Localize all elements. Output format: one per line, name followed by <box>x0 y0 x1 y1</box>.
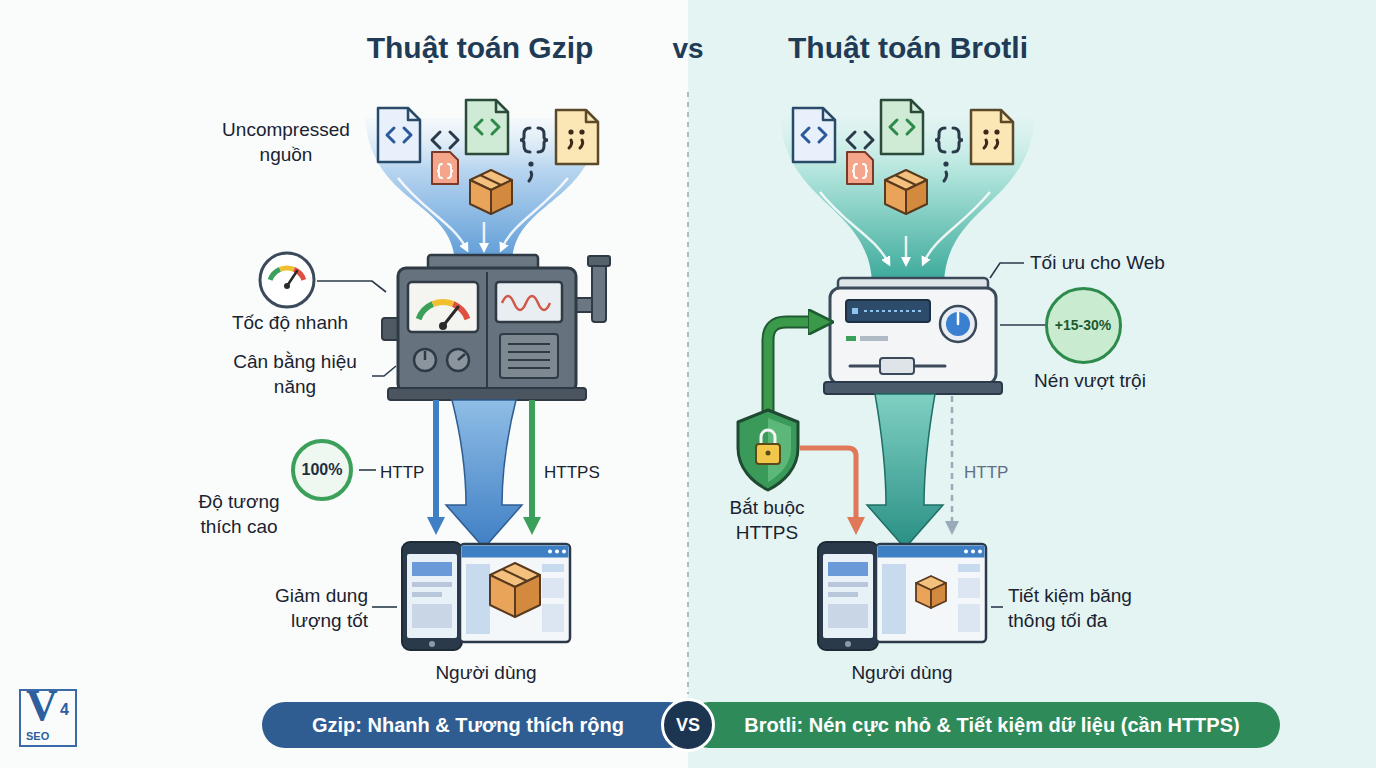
brotli-machine <box>824 278 1002 394</box>
https-arrow-outline <box>768 322 818 414</box>
blocked-arrow <box>800 448 856 526</box>
node-text: Brotli: Nén cực nhỏ & Tiết kiệm dữ liệu … <box>744 714 1239 737</box>
feature-label: Bắt buộc HTTPS <box>712 496 822 545</box>
feature-label: Tiết kiệm băng thông tối đa <box>1008 584 1178 633</box>
leader-line <box>372 606 397 608</box>
leader-line <box>991 606 1003 608</box>
heading: Thuật toán Brotli <box>758 28 1058 67</box>
source-files <box>378 100 598 214</box>
compressed-flow <box>446 400 522 548</box>
source-label: Uncompressed nguồn <box>200 118 372 167</box>
right-ground <box>688 0 1376 768</box>
logo-mark: SEO <box>26 729 76 743</box>
divider <box>687 92 689 694</box>
protocol-label: HTTPS <box>544 462 614 484</box>
node-text: 100% <box>302 461 343 479</box>
node-text: Gzip: Nhanh & Tương thích rộng <box>312 714 624 737</box>
node-text: VS <box>676 715 700 736</box>
user-label: Người dùng <box>411 661 561 686</box>
protocol-label: HTTP <box>964 462 1024 484</box>
heading: Thuật toán Gzip <box>330 28 630 67</box>
feature-label: Độ tương thích cao <box>180 490 298 539</box>
left-ground <box>0 0 688 768</box>
user-label: Người dùng <box>827 661 977 686</box>
package-icon <box>490 563 540 617</box>
http-arrow <box>433 400 439 526</box>
node-text: +15-30% <box>1055 317 1111 333</box>
protocol-label: HTTP <box>380 462 432 484</box>
user-device <box>818 542 986 650</box>
feature-label: Nén vượt trội <box>1018 369 1162 394</box>
gzip-machine <box>382 255 610 400</box>
stat-circle: 100% <box>291 439 353 501</box>
logo-mark: 4 <box>60 700 80 721</box>
https-arrow <box>529 400 535 526</box>
leader-line <box>359 469 376 471</box>
leader-line <box>317 281 386 292</box>
user-device <box>402 542 570 650</box>
leader-line <box>990 263 1024 278</box>
package-icon <box>916 576 946 608</box>
vs-badge: VS <box>661 698 715 752</box>
http-arrow <box>951 396 954 528</box>
leader-line <box>1000 324 1046 326</box>
summary-bar: Gzip: Nhanh & Tương thích rộng <box>262 702 692 748</box>
gauge-icon <box>260 253 314 307</box>
feature-label: Giảm dung lượng tốt <box>232 584 368 633</box>
feature-label: Tối ưu cho Web <box>1030 251 1210 276</box>
feature-label: Cân bằng hiệu năng <box>222 350 368 399</box>
leader-line <box>372 366 396 376</box>
source-files <box>793 100 1013 214</box>
compressed-flow <box>867 394 943 548</box>
feature-label: Tốc độ nhanh <box>212 311 368 336</box>
summary-bar: Brotli: Nén cực nhỏ & Tiết kiệm dữ liệu … <box>686 702 1280 748</box>
https-arrow <box>768 322 818 414</box>
stat-circle: +15-30% <box>1045 287 1122 364</box>
heading-vs: vs <box>653 31 723 67</box>
security-shield <box>738 410 798 490</box>
